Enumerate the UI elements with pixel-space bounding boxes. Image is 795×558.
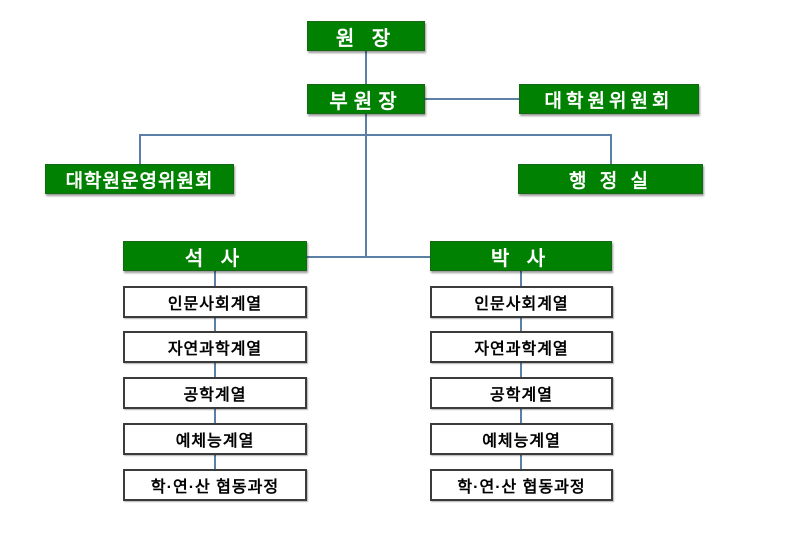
connector-line bbox=[214, 318, 216, 331]
masters-track-humanities: 인문사회계열 bbox=[123, 286, 307, 318]
connector-branch-horizontal bbox=[139, 134, 612, 136]
connector-line bbox=[214, 409, 216, 423]
masters-track-arts-sports: 예체능계열 bbox=[123, 423, 307, 455]
connector-line bbox=[214, 363, 216, 377]
connector-center-vertical bbox=[365, 114, 367, 258]
connector-line bbox=[214, 271, 216, 286]
masters-track-engineering: 공학계열 bbox=[123, 377, 307, 409]
connector-vice-committee bbox=[425, 98, 519, 100]
node-operations-committee: 대학원운영위원회 bbox=[45, 164, 234, 194]
connector-line bbox=[520, 455, 522, 469]
node-masters: 석 사 bbox=[123, 241, 307, 271]
doctoral-track-humanities: 인문사회계열 bbox=[430, 286, 613, 318]
node-vice-director: 부원장 bbox=[307, 84, 425, 114]
node-doctoral: 박 사 bbox=[430, 241, 612, 271]
connector-line bbox=[214, 455, 216, 469]
connector-line bbox=[520, 318, 522, 331]
connector-masters-doctoral bbox=[307, 256, 431, 258]
connector-line bbox=[520, 409, 522, 423]
connector-line bbox=[520, 363, 522, 377]
doctoral-track-engineering: 공학계열 bbox=[430, 377, 613, 409]
doctoral-track-cooperative: 학·연·산 협동과정 bbox=[430, 469, 613, 501]
connector-drop-admin bbox=[610, 134, 612, 164]
node-admin-office: 행 정 실 bbox=[518, 164, 703, 194]
doctoral-track-arts-sports: 예체능계열 bbox=[430, 423, 613, 455]
connector-director-vice bbox=[365, 51, 367, 85]
node-director: 원 장 bbox=[307, 21, 425, 51]
doctoral-track-natural-sci: 자연과학계열 bbox=[430, 331, 613, 363]
masters-track-natural-sci: 자연과학계열 bbox=[123, 331, 307, 363]
connector-line bbox=[520, 271, 522, 286]
node-graduate-committee: 대학원위원회 bbox=[519, 84, 699, 114]
connector-drop-operations bbox=[139, 134, 141, 164]
masters-track-cooperative: 학·연·산 협동과정 bbox=[123, 469, 307, 501]
